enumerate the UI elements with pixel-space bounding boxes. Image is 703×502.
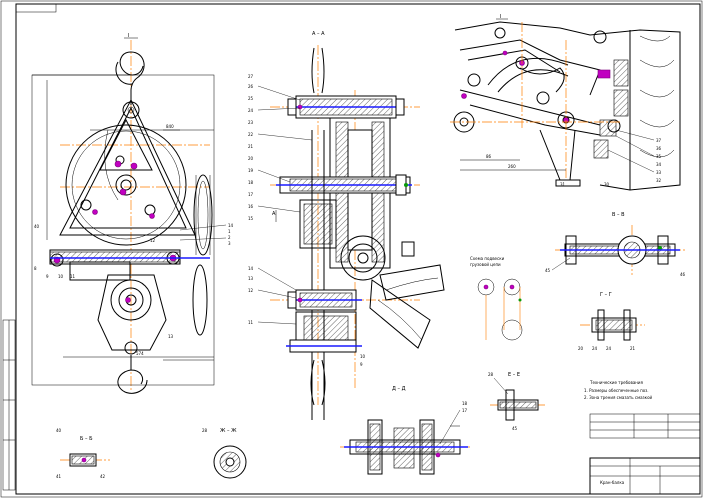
chain-scheme: Схема подвески грузовой цепи <box>470 256 523 341</box>
svg-text:25: 25 <box>248 96 254 101</box>
view-zh: Ж – Ж 28 <box>202 428 247 479</box>
top-hook <box>119 51 145 105</box>
label-bb: Б – Б <box>80 436 93 442</box>
svg-text:34: 34 <box>656 162 662 167</box>
dim-840: 840 <box>166 124 174 129</box>
middle-callouts: 27 26 25 24 23 22 21 20 19 18 17 16 15 1… <box>248 74 366 367</box>
svg-text:41: 41 <box>56 474 62 479</box>
svg-text:20: 20 <box>248 156 254 161</box>
svg-text:24: 24 <box>606 346 612 351</box>
svg-text:12: 12 <box>150 238 156 243</box>
top-left-stamp <box>15 3 57 13</box>
svg-text:I: I <box>128 33 129 39</box>
svg-text:46: 46 <box>680 272 686 277</box>
svg-text:10: 10 <box>58 274 64 279</box>
svg-text:21: 21 <box>630 346 636 351</box>
label-e: Е – Е <box>508 372 520 378</box>
svg-text:9: 9 <box>46 274 49 279</box>
svg-text:14: 14 <box>248 266 254 271</box>
svg-text:13: 13 <box>168 334 174 339</box>
svg-text:2: 2 <box>228 235 231 240</box>
left-main-view: I 840 574 <box>31 33 215 394</box>
svg-text:28: 28 <box>488 372 494 377</box>
svg-text:42: 42 <box>100 474 106 479</box>
view-e: Е – Е 28 45 <box>488 372 545 431</box>
svg-text:8: 8 <box>34 266 37 271</box>
label-vv: В – В <box>612 212 625 218</box>
svg-text:24: 24 <box>592 346 598 351</box>
svg-text:30: 30 <box>604 182 610 187</box>
svg-text:12: 12 <box>248 288 254 293</box>
section-gg-small: Г – Г 20 24 24 21 <box>578 292 645 351</box>
tech-req-2: 2. Зона трения смазать смазкой <box>584 395 653 400</box>
svg-text:36: 36 <box>656 146 662 151</box>
svg-text:3: 3 <box>228 241 231 246</box>
dim-260: 260 <box>508 164 516 169</box>
svg-text:15: 15 <box>248 216 254 221</box>
scheme-label-1: Схема подвески <box>470 256 505 261</box>
svg-text:19: 19 <box>248 168 254 173</box>
svg-text:23: 23 <box>248 120 254 125</box>
tech-req-1: 1. Размеры обеспеченные поз. <box>584 388 649 393</box>
svg-text:13: 13 <box>248 276 254 281</box>
svg-text:28: 28 <box>202 428 208 433</box>
svg-text:А: А <box>272 211 276 217</box>
svg-text:40: 40 <box>56 428 62 433</box>
label-zh: Ж – Ж <box>220 428 237 434</box>
middle-section-view: А – А <box>270 31 445 420</box>
dim-574: 574 <box>136 351 144 356</box>
svg-text:20: 20 <box>578 346 584 351</box>
svg-text:27: 27 <box>248 74 254 79</box>
section-vv: В – В 45 46 <box>545 212 686 277</box>
pulley-hub <box>115 174 137 196</box>
section-bb: Б – Б 40 41 42 <box>56 428 110 479</box>
label-gg: Г – Г <box>600 292 612 298</box>
scheme-label-2: грузовой цепи <box>470 262 501 267</box>
svg-text:22: 22 <box>248 132 254 137</box>
label-dd: Д – Д <box>392 386 406 392</box>
spec-table <box>589 413 701 439</box>
right-callouts: 37 36 35 34 33 32 31 30 <box>560 129 662 187</box>
pulley-outer <box>65 124 187 246</box>
svg-text:I: I <box>500 14 501 20</box>
svg-text:31: 31 <box>560 182 566 187</box>
bottom-hook <box>117 355 148 394</box>
svg-text:16: 16 <box>248 204 254 209</box>
top-right-view: I <box>450 14 681 191</box>
svg-text:10: 10 <box>360 354 366 359</box>
svg-text:35: 35 <box>656 154 662 159</box>
drawing-name: Кран-балка <box>600 480 625 485</box>
svg-text:1: 1 <box>228 229 231 234</box>
label-aa: А – А <box>312 31 325 37</box>
left-callouts: 40 8 9 10 11 12 13 14 1 2 3 <box>34 223 234 339</box>
svg-text:32: 32 <box>656 178 662 183</box>
tech-req-heading: Технические требования <box>589 380 644 385</box>
svg-text:45: 45 <box>512 426 518 431</box>
svg-text:11: 11 <box>70 274 76 279</box>
svg-text:18: 18 <box>462 401 468 406</box>
svg-text:21: 21 <box>248 144 254 149</box>
svg-text:11: 11 <box>248 320 254 325</box>
section-dd: Д – Д 18 17 <box>340 386 470 475</box>
technical-requirements: Технические требования 1. Размеры обеспе… <box>584 380 653 400</box>
dim-86: 86 <box>486 154 492 159</box>
svg-text:26: 26 <box>248 84 254 89</box>
svg-text:33: 33 <box>656 170 662 175</box>
svg-text:40: 40 <box>34 224 40 229</box>
lower-block <box>97 274 167 351</box>
cheek-plate <box>59 98 196 236</box>
svg-text:45: 45 <box>545 268 551 273</box>
svg-text:9: 9 <box>360 362 363 367</box>
svg-text:17: 17 <box>462 408 468 413</box>
inner-frame <box>15 3 701 495</box>
svg-text:17: 17 <box>248 192 254 197</box>
svg-text:24: 24 <box>248 108 254 113</box>
svg-text:37: 37 <box>656 138 662 143</box>
svg-text:14: 14 <box>228 223 234 228</box>
title-block: Кран-балка <box>589 457 701 495</box>
svg-text:18: 18 <box>248 180 254 185</box>
